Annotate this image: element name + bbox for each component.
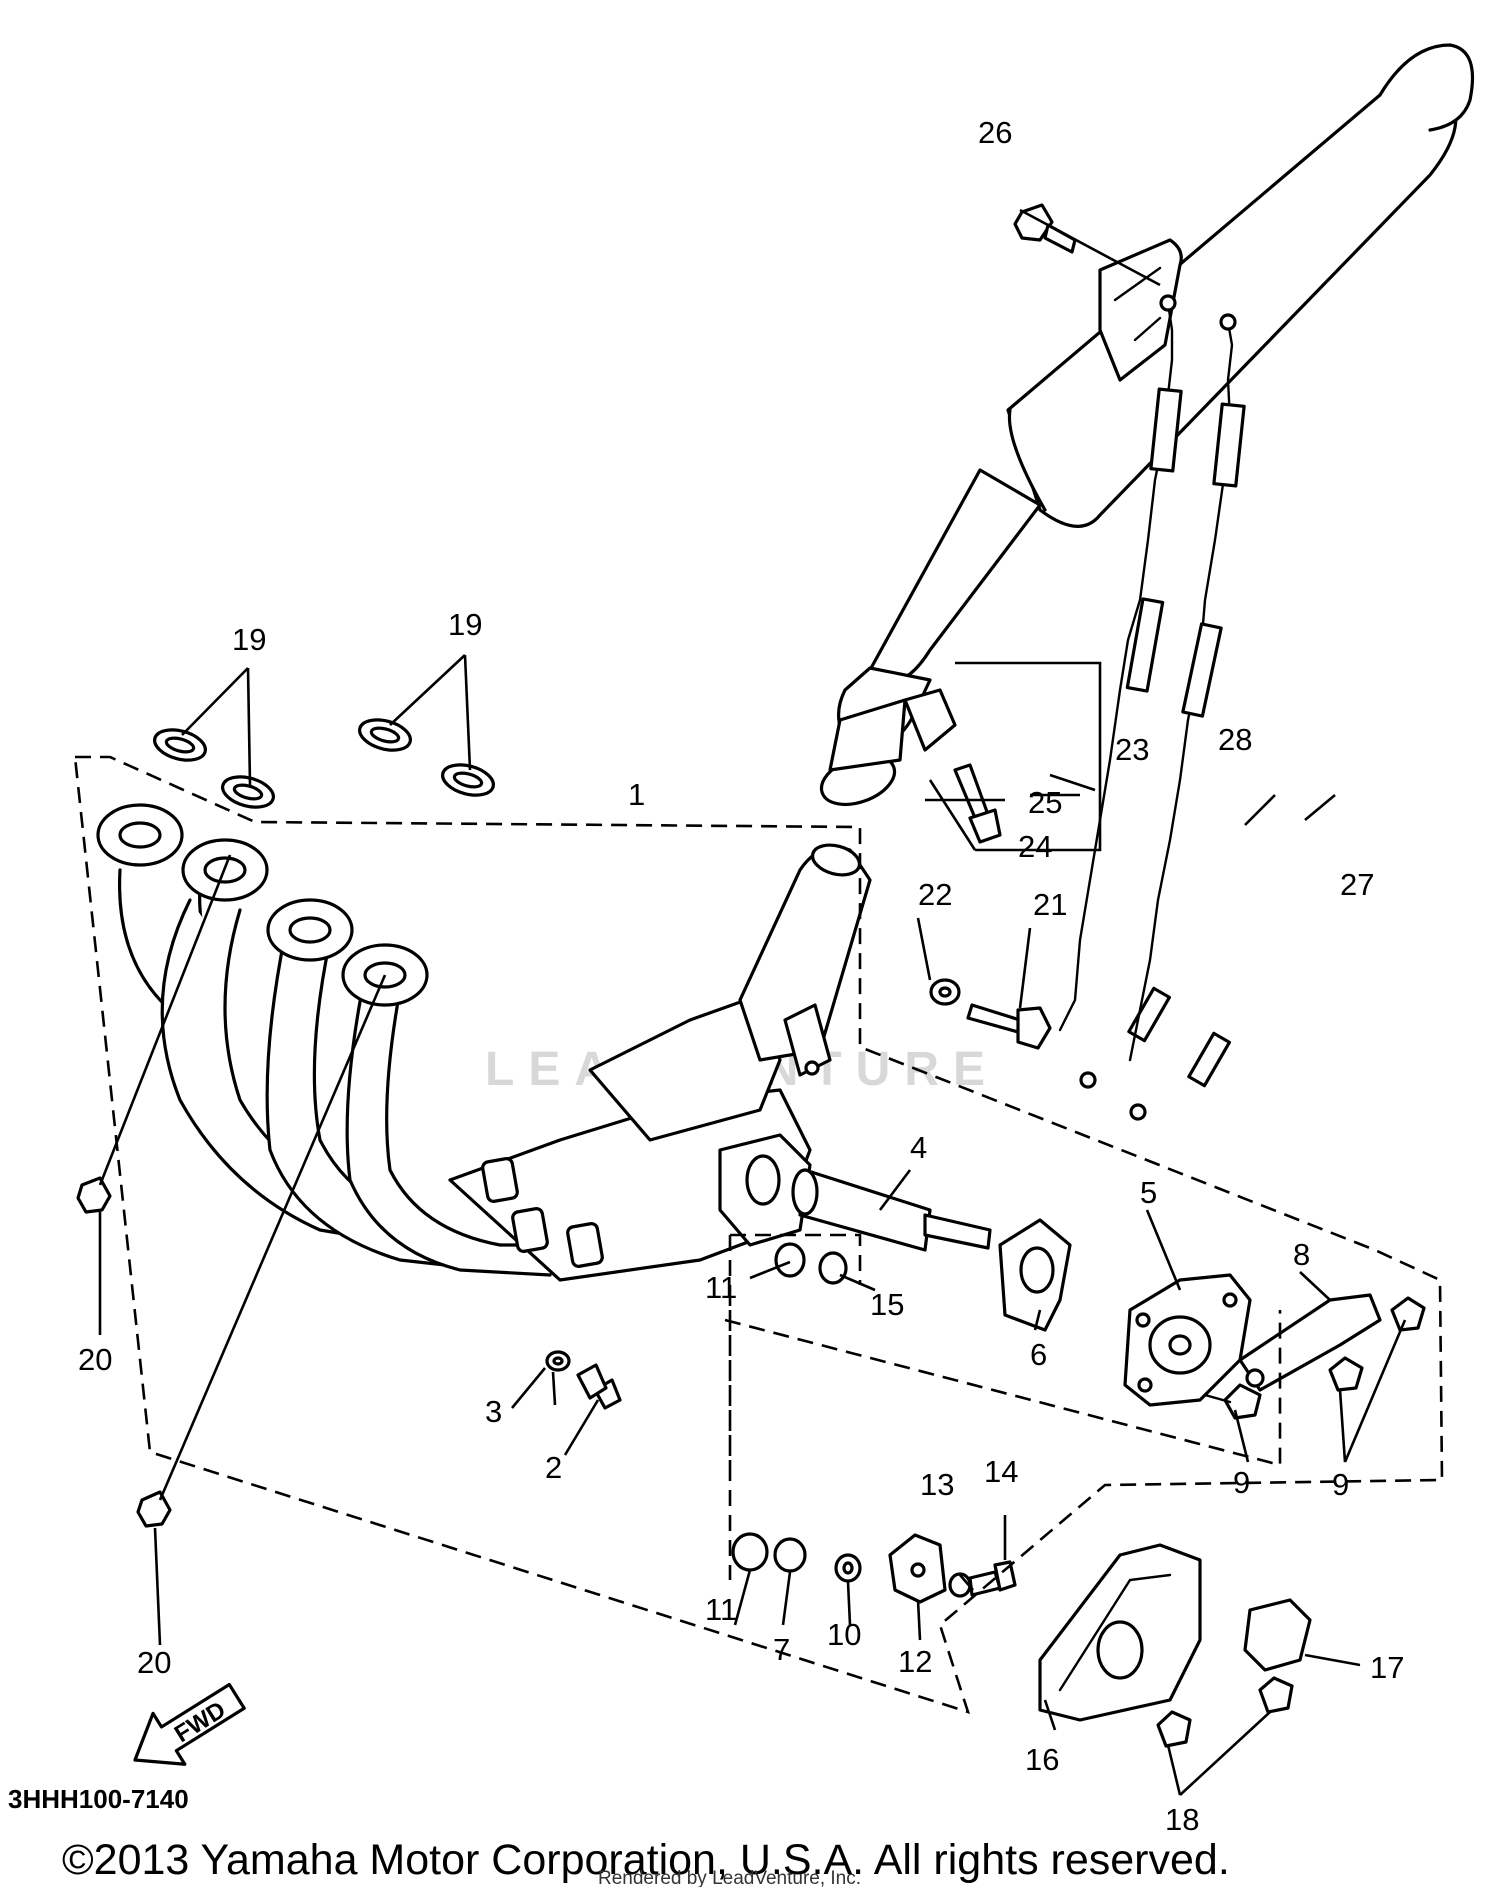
bolt-25 bbox=[953, 763, 1002, 844]
callout-26: 26 bbox=[978, 115, 1012, 150]
callout-4: 4 bbox=[910, 1130, 927, 1165]
lever-8 bbox=[1238, 1293, 1382, 1392]
callout-25: 25 bbox=[1028, 785, 1062, 820]
callout-19-right: 19 bbox=[448, 607, 482, 642]
screw-9-b bbox=[1328, 1356, 1364, 1392]
washer-10 bbox=[834, 1553, 862, 1583]
gasket-6 bbox=[998, 1218, 1072, 1332]
bushing-11-lower bbox=[731, 1532, 769, 1572]
shaft-4 bbox=[791, 1168, 992, 1252]
callout-24: 24 bbox=[1018, 829, 1052, 864]
bolt-21 bbox=[966, 1003, 1052, 1050]
nut-20-lower bbox=[136, 1490, 172, 1528]
callout-10: 10 bbox=[827, 1617, 861, 1652]
callout-5: 5 bbox=[1140, 1175, 1157, 1210]
nut-20-upper bbox=[76, 1176, 112, 1214]
screw-18-b bbox=[1258, 1676, 1294, 1714]
screw-9-c bbox=[1390, 1296, 1426, 1332]
muffler bbox=[819, 43, 1475, 807]
bushing-15 bbox=[818, 1251, 848, 1285]
callout-17: 17 bbox=[1370, 1650, 1404, 1685]
diagram-part-code: 3HHH100-7140 bbox=[8, 1784, 189, 1814]
callout-8: 8 bbox=[1293, 1237, 1310, 1272]
screw-18-a bbox=[1156, 1710, 1192, 1748]
callout-11-upper: 11 bbox=[705, 1270, 737, 1305]
callout-12: 12 bbox=[898, 1644, 932, 1679]
forward-direction-arrow: FWD bbox=[133, 1682, 246, 1766]
rendered-by-credit: Rendered by LeadVenture, Inc. bbox=[598, 1868, 861, 1887]
callout-13: 13 bbox=[920, 1467, 954, 1502]
callout-28: 28 bbox=[1218, 722, 1252, 757]
bushing-11-upper bbox=[774, 1242, 806, 1278]
pulley-12 bbox=[888, 1533, 947, 1604]
exup-group-outline bbox=[724, 1233, 1282, 1580]
callout-1: 1 bbox=[628, 777, 645, 812]
housing-5 bbox=[1123, 1273, 1252, 1407]
exhaust-pipe-assembly bbox=[96, 803, 872, 1282]
callout-9-b: 9 bbox=[1332, 1467, 1349, 1502]
callout-22: 22 bbox=[918, 877, 952, 912]
callout-15: 15 bbox=[870, 1287, 904, 1322]
callout-14: 14 bbox=[984, 1454, 1018, 1489]
screw-9-a bbox=[1203, 1383, 1262, 1420]
assembly-1-outline bbox=[73, 755, 1444, 1715]
cable-28 bbox=[1058, 294, 1183, 1089]
cover-16 bbox=[1038, 1543, 1202, 1722]
callout-19-left: 19 bbox=[232, 622, 266, 657]
bolt-2 bbox=[576, 1363, 622, 1410]
callout-3: 3 bbox=[485, 1394, 502, 1429]
callout-18: 18 bbox=[1165, 1802, 1199, 1837]
washer-3 bbox=[545, 1350, 571, 1372]
callout-21: 21 bbox=[1033, 887, 1067, 922]
callout-23: 23 bbox=[1115, 732, 1149, 767]
copyright-notice: ©2013 Yamaha Motor Corporation, U.S.A. A… bbox=[62, 1836, 1230, 1884]
callout-11-lower: 11 bbox=[705, 1592, 737, 1627]
callout-20-lower: 20 bbox=[137, 1645, 171, 1680]
callout-7: 7 bbox=[773, 1632, 790, 1667]
callout-16: 16 bbox=[1025, 1742, 1059, 1777]
callout-20-upper: 20 bbox=[78, 1342, 112, 1377]
gaskets-19 bbox=[153, 718, 495, 809]
callout-27: 27 bbox=[1340, 867, 1374, 902]
callout-9-a: 9 bbox=[1233, 1465, 1250, 1500]
cap-17 bbox=[1243, 1598, 1312, 1672]
callout-labels: 1 2 3 4 5 6 7 8 9 9 10 11 11 12 13 14 15… bbox=[78, 115, 1404, 1837]
washer-22 bbox=[929, 978, 961, 1006]
bushing-7 bbox=[773, 1537, 807, 1573]
cable-27 bbox=[1128, 313, 1246, 1121]
callout-6: 6 bbox=[1030, 1337, 1047, 1372]
callout-2: 2 bbox=[545, 1450, 562, 1485]
